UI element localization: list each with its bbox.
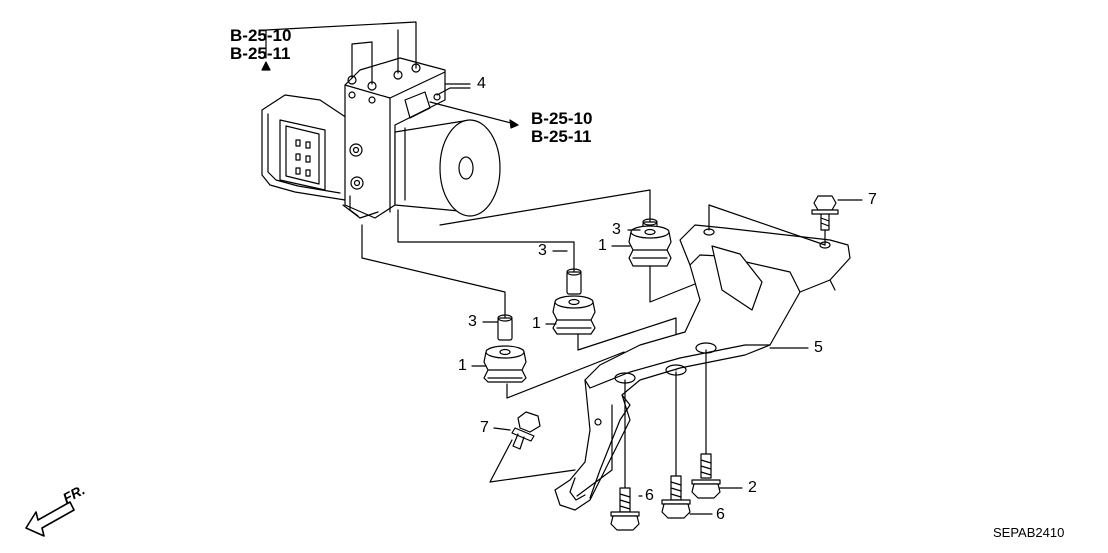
callout-leaders [444,83,863,515]
callout-number: 7 [868,191,877,208]
callout-number: 4 [477,75,486,92]
callout-number: 1 [458,357,467,374]
pin [295,167,301,175]
bracket [554,224,851,511]
callout-number: 3 [538,242,547,259]
reference-label: B-25-10 [230,26,292,45]
pin [295,139,301,147]
mount-leaders [361,189,651,319]
front-arrow-icon [25,501,75,537]
reference-leaders [261,21,519,129]
reference-label: B-25-11 [531,127,592,146]
pin [305,169,311,177]
reference-label: B-25-11 [230,44,291,63]
callout-number: 6 [645,487,654,504]
bolt [691,453,721,499]
bolt [661,475,691,519]
diagram-code: SEPAB2410 [993,525,1065,540]
bolts [489,195,839,531]
grommet [628,225,672,267]
pin [295,153,301,161]
abs-modulator [261,57,501,219]
bolt [610,487,640,531]
callout-number: 5 [814,339,823,356]
callout-number: 3 [612,221,621,238]
callout-number: 3 [468,313,477,330]
pin [305,155,311,163]
bolt [489,411,576,483]
collar [497,314,513,341]
callout-number: 6 [716,506,725,523]
grommet [483,345,527,383]
bolt [811,195,839,231]
callout-number: 2 [748,479,757,496]
reference-label: B-25-10 [531,109,593,128]
bracket-leaders [576,204,826,497]
grommet [552,295,596,335]
callout-number: 1 [598,237,607,254]
mount-parts [483,218,701,399]
callout-number: 1 [532,315,541,332]
callout-number: 7 [480,419,489,436]
pin [305,141,311,149]
collar [566,268,582,295]
